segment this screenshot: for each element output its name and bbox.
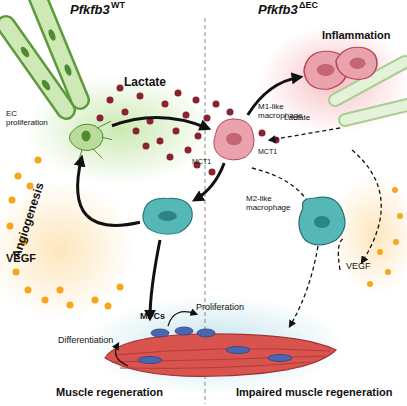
ec-nucleus [40,78,52,91]
cell-part [317,64,335,76]
cell-part [143,198,192,234]
cell-part [350,57,366,68]
dashed-arrow [338,238,345,270]
ec-nucleus [63,63,73,76]
m2-macrophage: M2-like macrophage [140,195,195,237]
cell-part [158,211,177,221]
vegf-glow [330,175,407,295]
vegf-particles [7,157,404,310]
flow-arrow [195,163,224,200]
dashed-arrow [352,150,381,262]
annotation-label: MCT1 [192,158,211,166]
node-label: EC proliferation [6,110,54,128]
proliferation-arrow [168,312,196,326]
flow-arrow [78,158,140,225]
endothelial-tip-cell: EC proliferation [62,112,112,158]
cell-nucleus [314,216,330,228]
annotation-label: MPCs [140,312,165,322]
annotation-label: Differentiation [58,336,113,346]
genotype-header: Pfkfb3 [70,3,110,17]
m2-macrophage-cell [299,197,345,245]
node-label: M2-like macrophage [246,195,302,213]
genotype-header: ΔEC [299,1,318,11]
cell-part [214,119,254,160]
dashed-arrow [270,128,340,140]
cell-shape [300,45,380,97]
ec-nucleus [47,28,57,41]
annotation-label: Muscle regeneration [56,386,163,398]
vessel-impaired [345,105,407,120]
dashed-arrow [290,246,318,326]
regeneration-glow [85,295,345,395]
inflammatory-cells: Inflammation [300,45,380,97]
genotype-header: WT [111,1,125,11]
cell-shape [140,195,195,237]
edge-label: Lactate [124,76,166,89]
vessel-impaired [345,105,407,120]
annotation-label: MCT1 [258,148,277,156]
cell-shape [62,112,112,158]
differentiation-arrow [116,344,128,366]
regeneration-arrow [150,240,160,318]
annotation-label: Proliferation [196,303,244,313]
cell-part [226,133,242,145]
muscle-striation [112,349,330,369]
lactate-particles [97,85,280,176]
cell-part [80,121,113,158]
node-label: Inflammation [322,29,402,41]
cell-shape [208,115,258,163]
mpc-nucleus [138,327,292,364]
vegf-glow [0,180,135,320]
annotation-label: Lactate [284,114,310,123]
cell-part [82,130,91,141]
muscle-fiber [105,334,336,376]
m1-macrophage: M1-like macrophage [208,115,258,163]
annotation-label: Impaired muscle regeneration [236,386,393,398]
genotype-header: Pfkfb3 [258,3,298,17]
ec-nucleus [19,45,31,58]
flow-arrow [112,117,208,128]
annotation-label: VEGF [346,262,371,272]
cell-part [336,47,377,79]
